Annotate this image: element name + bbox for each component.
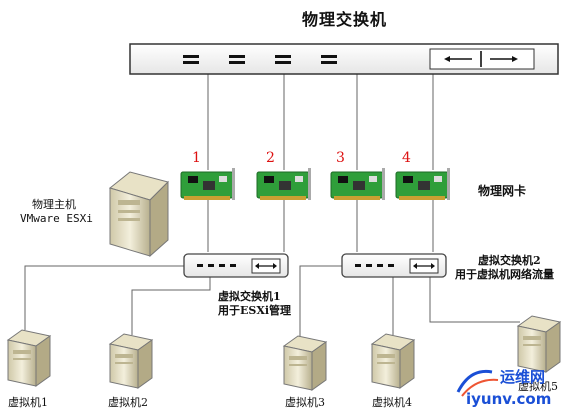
host-label-line2: VMware ESXi: [20, 212, 93, 225]
virtual-switch-2: [341, 253, 447, 278]
watermark-logo-icon: [456, 369, 499, 397]
nic-number-4: 4: [402, 150, 411, 166]
watermark-url: iyunv.com: [466, 390, 552, 408]
diagram-title: 物理交换机: [302, 10, 388, 29]
vm-icon-2: [108, 333, 154, 389]
vm-icon-4: [370, 333, 416, 389]
vm-label-2: 虚拟机2: [108, 396, 148, 409]
vm-label-1: 虚拟机1: [8, 396, 48, 409]
nic-card-2: [256, 168, 311, 200]
virtual-switch-1: [183, 253, 289, 278]
vm-label-4: 虚拟机4: [372, 396, 412, 409]
vswitch2-label-line2: 用于虚拟机网络流量: [455, 268, 554, 281]
connection-lines: [24, 74, 520, 340]
host-label-line1: 物理主机: [32, 198, 76, 211]
vm-label-3: 虚拟机3: [285, 396, 325, 409]
vswitch1-label-line2: 用于ESXi管理: [218, 304, 292, 317]
vm-label-5: 虚拟机5: [518, 380, 558, 393]
vm-icon-3: [282, 335, 328, 391]
nic-card-4: [395, 168, 450, 200]
nic-card-1: [180, 168, 235, 200]
nic-number-2: 2: [266, 150, 275, 166]
nic-label: 物理网卡: [478, 184, 527, 198]
vm-icon-5: [516, 315, 562, 373]
nic-number-1: 1: [192, 150, 201, 166]
physical-switch: [129, 43, 559, 75]
vm-icon-1: [6, 329, 52, 387]
physical-host-icon: [108, 171, 169, 258]
nic-card-3: [330, 168, 385, 200]
nic-number-3: 3: [336, 150, 345, 166]
watermark-brand: 运维网: [500, 368, 546, 386]
vswitch2-label-line1: 虚拟交换机2: [478, 254, 541, 267]
vswitch1-label-line1: 虚拟交换机1: [218, 290, 281, 303]
